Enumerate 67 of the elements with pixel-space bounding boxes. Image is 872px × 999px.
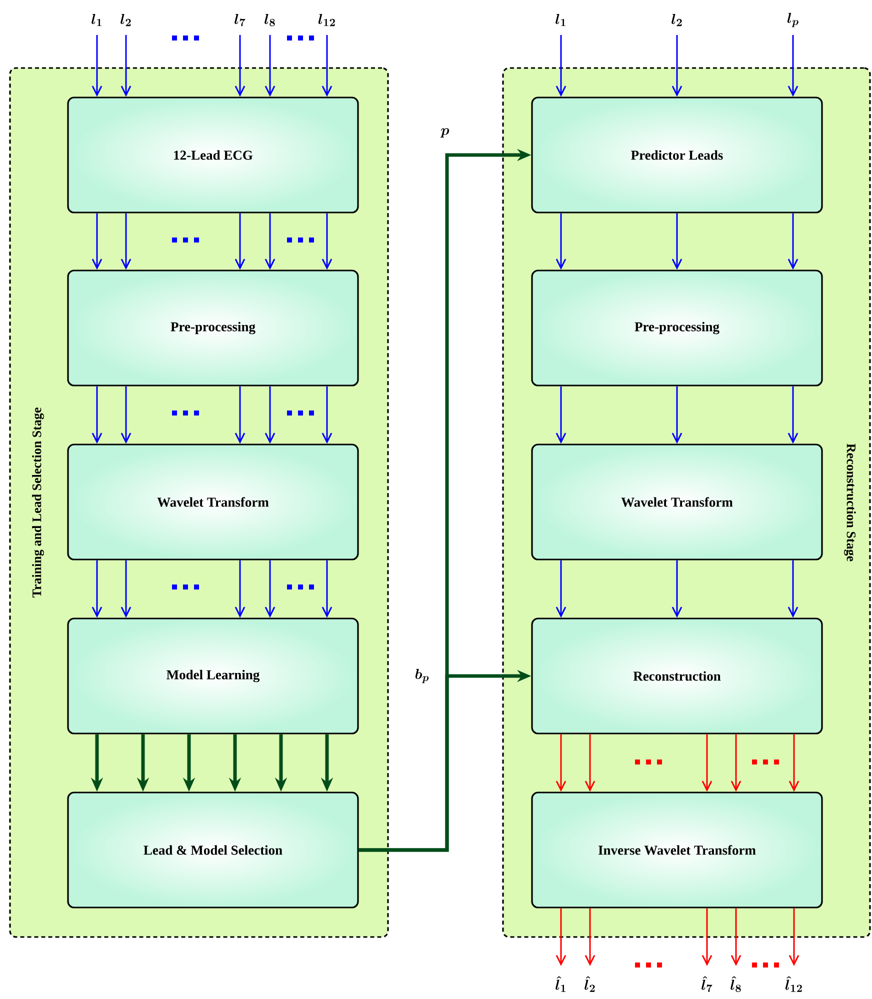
arrow (234, 560, 246, 618)
arrow (322, 560, 332, 618)
arrow (264, 213, 276, 270)
arrow (92, 386, 102, 444)
edge-label: $b_p$ (415, 668, 429, 684)
arrow (120, 35, 132, 97)
edge-label: $l_{1}$ (556, 14, 566, 26)
arrow (322, 35, 332, 97)
arrow (120, 386, 132, 444)
process-box: Model Learning (67, 618, 359, 734)
arrow (234, 213, 246, 270)
arrow (264, 35, 276, 97)
edge-label: $\hat{l}_{7}$ (702, 976, 712, 992)
arrow (234, 386, 246, 444)
arrow (702, 908, 712, 966)
process-box: 12-Lead ECG (67, 96, 359, 214)
process-box: Wavelet Transform (67, 444, 359, 560)
edge-label: $l_{12}$ (318, 14, 335, 26)
arrow (264, 560, 276, 618)
process-box: Pre-processing (531, 270, 823, 386)
arrow (556, 908, 566, 966)
arrow (264, 386, 276, 444)
arrow (672, 213, 682, 270)
arrow (120, 213, 132, 270)
arrow (730, 734, 742, 792)
process-box: Wavelet Transform (531, 444, 823, 560)
arrow (556, 560, 566, 618)
edge-label: $\hat{l}_{2}$ (584, 976, 595, 992)
edge-label: $\hat{l}_{8}$ (730, 976, 741, 992)
process-box: Predictor Leads (531, 96, 823, 214)
edge-label: $l_{8}$ (264, 14, 275, 26)
edge-label: $l_{2}$ (672, 14, 682, 26)
edge-label: $l_{2}$ (120, 14, 131, 26)
process-box: Reconstruction (531, 618, 823, 734)
process-box: Lead & Model Selection (67, 792, 359, 908)
edge-label: $p$ (440, 128, 450, 138)
arrow (556, 213, 566, 270)
arrow (92, 560, 102, 618)
edge-label: $l_{7}$ (234, 14, 246, 26)
arrow (556, 35, 566, 97)
arrow (120, 560, 132, 618)
arrow (322, 386, 332, 444)
process-box: Pre-processing (67, 270, 359, 386)
arrow (788, 734, 800, 792)
process-box: Inverse Wavelet Transform (531, 792, 823, 908)
arrow (702, 734, 712, 792)
arrow (788, 35, 798, 97)
edge-label: $\hat{l}_{1}$ (556, 976, 566, 992)
arrow (672, 560, 682, 618)
arrow (556, 386, 566, 444)
arrow (584, 734, 596, 792)
arrow (788, 560, 798, 618)
arrow (92, 213, 102, 270)
arrow (322, 213, 332, 270)
arrow (672, 386, 682, 444)
edge-label: $l_{p}$ (787, 12, 798, 28)
arrow (672, 35, 682, 97)
arrow (234, 35, 246, 97)
arrow (584, 908, 596, 966)
arrow (730, 908, 742, 966)
arrow (788, 908, 800, 966)
arrow (556, 734, 566, 792)
arrow (92, 35, 102, 97)
edge-label: $l_{1}$ (92, 14, 102, 26)
arrow (788, 386, 798, 444)
arrow (788, 213, 798, 270)
edge-label: $\hat{l}_{12}$ (785, 976, 802, 992)
